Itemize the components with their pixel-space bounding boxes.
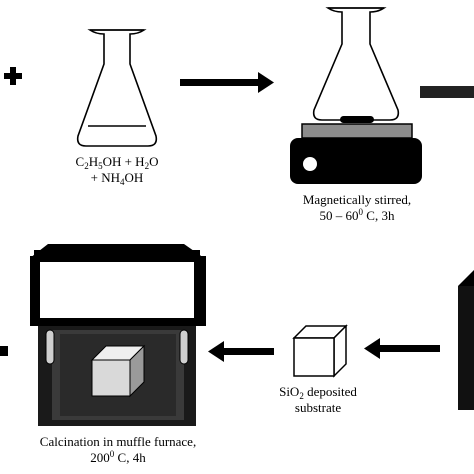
arrow-right-icon [180, 72, 274, 93]
solution-formula-line2: + NH4OH [62, 169, 172, 187]
substrate-line1: SiO2 deposited [258, 384, 378, 401]
arrow-left-icon [208, 341, 274, 362]
formula-text: OH [124, 169, 144, 185]
condition-text: C, 3h [363, 207, 395, 223]
formula-text: SiO [279, 384, 300, 399]
calcination-label: Calcination in muffle furnace, 2000 C, 4… [6, 434, 230, 466]
stirred-line1: Magnetically stirred, [302, 192, 412, 207]
formula-text: OH + H [102, 154, 145, 169]
conical-flask-icon [312, 7, 400, 121]
formula-text: + NH [90, 169, 121, 185]
stirred-line2: 50 – 600 C, 3h [282, 206, 432, 224]
calcination-line2: 2000 C, 4h [6, 448, 230, 466]
formula-subscript: 2 [84, 161, 89, 171]
conical-flask-icon [76, 29, 158, 147]
formula-subscript: 5 [98, 161, 103, 171]
arrow-right-icon [420, 86, 474, 98]
substrate-label: SiO2 deposited substrate [258, 384, 378, 416]
arrow-left-icon [0, 346, 8, 356]
arrow-left-icon [364, 338, 440, 359]
calcination-line1: Calcination in muffle furnace, [39, 434, 197, 449]
formula-subscript: 2 [144, 161, 150, 171]
formula-text: O [149, 154, 159, 169]
cube-substrate-icon [90, 344, 146, 398]
degree-superscript: 0 [358, 206, 364, 217]
cube-substrate-icon [292, 324, 348, 378]
plus-icon [4, 67, 22, 85]
formula-text: deposited [303, 384, 357, 399]
formula-text: H [88, 154, 99, 169]
condition-text: C, 4h [114, 449, 146, 465]
formula-subscript: 2 [299, 391, 304, 401]
condition-text: 50 – 60 [319, 207, 359, 223]
stir-bar [340, 116, 374, 123]
solution-formula-line1: C2H5OH + H2O [62, 154, 172, 171]
substrate-line2: substrate [294, 399, 342, 415]
hotplate-stirrer-icon [290, 123, 422, 184]
formula-subscript: 4 [120, 176, 125, 187]
stirred-label: Magnetically stirred, 50 – 600 C, 3h [282, 192, 432, 224]
condition-text: 200 [90, 449, 110, 465]
degree-superscript: 0 [109, 448, 115, 459]
solution-label: C2H5OH + H2O + NH4OH [62, 154, 172, 186]
muffle-furnace-icon [30, 244, 206, 426]
formula-text: C [75, 154, 85, 169]
cube-substrate-icon [458, 270, 474, 410]
